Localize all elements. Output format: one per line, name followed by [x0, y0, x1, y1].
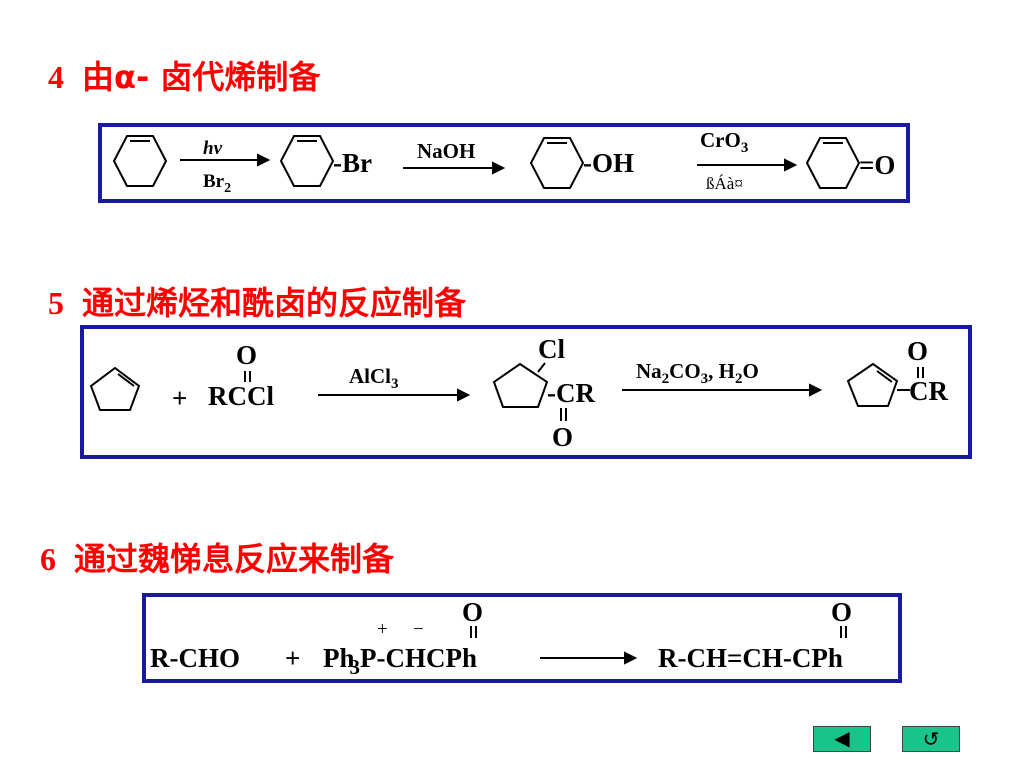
- ylide-ph: Ph: [323, 643, 355, 673]
- hydroxy-substituent: -OH: [583, 148, 634, 178]
- return-button[interactable]: ↺: [902, 726, 960, 752]
- ylide-oxygen: O: [462, 597, 484, 627]
- acyl-substituent: -CR: [547, 378, 595, 408]
- cyclohexene-ring: [112, 135, 168, 187]
- reaction-6-plus: +: [285, 643, 301, 673]
- catalyst-subscript: 3: [391, 376, 399, 393]
- aldehyde-reactant: R-CHO: [150, 643, 240, 673]
- product-oxygen: O: [907, 336, 929, 366]
- cyclohexenol-ring: [529, 137, 585, 189]
- section-title: 通过烯烃和酰卤的反应制备: [82, 284, 467, 322]
- reaction-4-oxidant: CrO3: [700, 130, 748, 156]
- reaction-4-condition-below: Br2: [203, 172, 231, 196]
- condition-co-sub: 3: [700, 371, 709, 388]
- return-arrow-icon: ↺: [922, 727, 940, 751]
- condition-na: Na: [636, 359, 662, 383]
- ylide-rest: P-CHCPh: [360, 643, 478, 673]
- heading-section-4: 4 由α- 卤代烯制备: [48, 52, 320, 98]
- condition-h-sub: 2: [735, 371, 743, 388]
- condition-co: CO: [669, 359, 701, 383]
- oxidant-subscript: 3: [740, 140, 749, 157]
- section-title: 通过魏悌息反应来制备: [74, 540, 395, 578]
- reaction-6-box: [142, 593, 902, 683]
- reaction-4-condition-above: hv: [203, 138, 222, 159]
- condition-h: , H: [708, 359, 736, 383]
- heading-section-5: 5 通过烯烃和酰卤的反应制备: [48, 278, 466, 324]
- condition-o: O: [742, 359, 759, 383]
- phosphorus-ylide: Ph3P-CHCPh: [323, 643, 478, 678]
- section-number: 6: [40, 541, 56, 577]
- section-number: 5: [48, 285, 64, 321]
- oxidant-text: CrO: [700, 128, 741, 152]
- product-acyl: CR: [909, 376, 948, 406]
- cyclopentene-ring: [89, 366, 141, 411]
- ylide-charge-plus: +: [377, 619, 388, 640]
- lewis-acid-catalyst: AlCl3: [349, 366, 399, 392]
- acyl-chloride: RCCl: [208, 381, 274, 411]
- reaction-4-box: [98, 123, 910, 203]
- bromocyclohexene-ring: [279, 135, 335, 187]
- condition-na-sub: 2: [661, 371, 670, 388]
- acyl-chloride-oxygen: O: [236, 340, 258, 370]
- bromo-substituent: -Br: [333, 148, 372, 178]
- heading-section-6: 6 通过魏悌息反应来制备: [40, 534, 394, 580]
- acyl-oxygen: O: [552, 422, 574, 452]
- enone-product: R-CH=CH-CPh: [658, 643, 843, 673]
- reaction-4-solvent: ßÁà¤: [706, 174, 743, 193]
- cyclohexenone-ring: [805, 137, 861, 189]
- reaction-5-plus: +: [172, 383, 188, 413]
- reaction-4-reagent-naoh: NaOH: [417, 139, 476, 163]
- ketone-substituent: =O: [859, 150, 896, 180]
- chloro-substituent: Cl: [538, 334, 565, 364]
- section-title: 由α- 卤代烯制备: [82, 58, 321, 96]
- triangle-left-icon: ◀: [834, 728, 850, 750]
- ylide-subscript: 3: [349, 655, 361, 679]
- ylide-charge-minus: −: [413, 619, 424, 640]
- cyclopentyl-ring: [492, 362, 549, 408]
- cyclopentenyl-ring: [846, 362, 899, 407]
- section-number: 4: [48, 59, 64, 95]
- reaction-5-box: [80, 325, 972, 459]
- reaction-5-conditions: Na2CO3, H2O: [636, 361, 759, 387]
- previous-slide-button[interactable]: ◀: [813, 726, 871, 752]
- enone-oxygen: O: [831, 597, 853, 627]
- catalyst-text: AlCl: [349, 364, 391, 388]
- bromine-text: Br: [203, 171, 225, 192]
- bromine-subscript: 2: [224, 180, 232, 196]
